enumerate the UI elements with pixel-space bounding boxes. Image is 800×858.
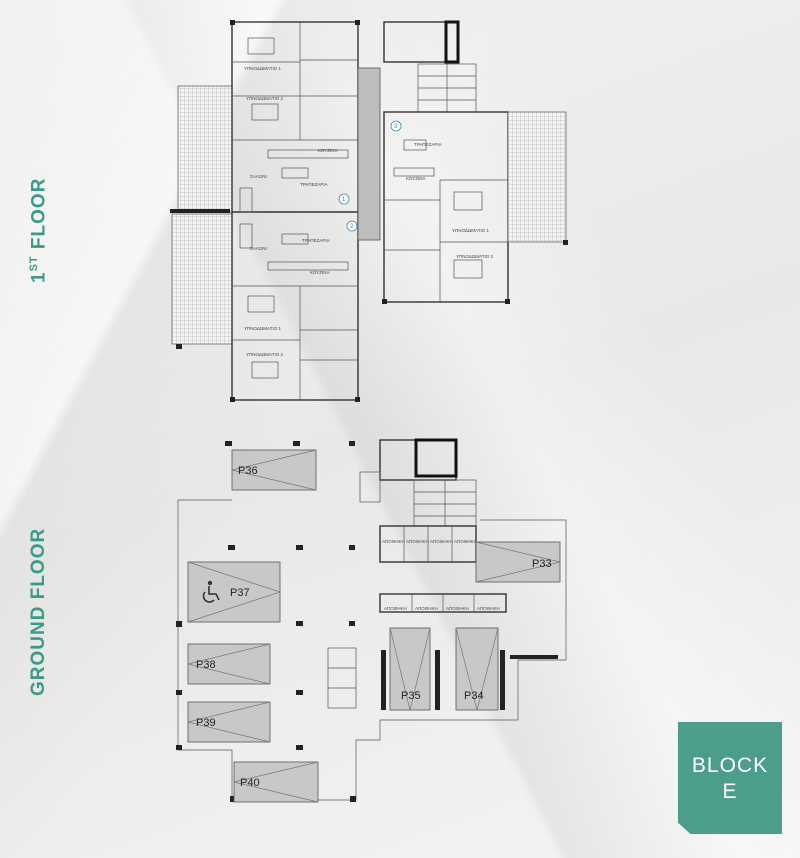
parking-slot-p38: P38 xyxy=(187,643,271,685)
svg-text:P35: P35 xyxy=(401,690,421,702)
svg-text:P34: P34 xyxy=(464,690,484,702)
storage-label: ΑΠΟΘΗΚΗ xyxy=(430,539,453,544)
storage-label: ΑΠΟΘΗΚΗ xyxy=(446,606,469,611)
parking-slot-p36: P36 xyxy=(231,449,317,491)
balcony-upper-left xyxy=(177,85,233,213)
balcony-right xyxy=(507,111,567,243)
unit-marker: 1 xyxy=(342,197,346,203)
parking-slot-p40: P40 xyxy=(233,761,319,803)
balcony-lower-left xyxy=(171,213,233,345)
room-label: ΚΟΥΖΙΝΑ xyxy=(310,270,329,275)
room-label: ΚΟΥΖΙΝΑ xyxy=(406,176,425,181)
storage-label: ΑΠΟΘΗΚΗ xyxy=(382,539,405,544)
unit-marker: 2 xyxy=(350,224,354,230)
room-label: ΥΠΝΟΔΩΜΑΤΙΟ 2 xyxy=(246,352,283,357)
room-label: ΥΠΝΟΔΩΜΑΤΙΟ 1 xyxy=(244,66,281,71)
room-label: ΤΡΑΠΕΖΑΡΙΑ xyxy=(302,238,330,243)
ground-floor-plan: ΑΠΟΘΗΚΗ ΑΠΟΘΗΚΗ ΑΠΟΘΗΚΗ ΑΠΟΘΗΚΗ ΑΠΟΘΗΚΗ … xyxy=(176,438,567,803)
storage-label: ΑΠΟΘΗΚΗ xyxy=(454,539,477,544)
storage-label: ΑΠΟΘΗΚΗ xyxy=(406,539,429,544)
block-badge: BLOCK E xyxy=(678,722,782,834)
svg-text:P38: P38 xyxy=(196,659,216,671)
svg-text:P40: P40 xyxy=(240,777,260,789)
room-label: ΣΑΛΟΝΙ xyxy=(250,174,267,179)
storage-label: ΑΠΟΘΗΚΗ xyxy=(415,606,438,611)
room-label: ΥΠΝΟΔΩΜΑΤΙΟ 2 xyxy=(246,96,283,101)
stair-core-ground xyxy=(379,439,457,481)
room-label: ΤΡΑΠΕΖΑΡΙΑ xyxy=(414,142,442,147)
wheelchair-icon xyxy=(202,580,220,603)
room-label: ΥΠΝΟΔΩΜΑΤΙΟ 1 xyxy=(244,326,281,331)
parking-slot-p34: P34 xyxy=(455,627,499,711)
room-label: ΚΟΥΖΙΝΑ xyxy=(318,148,337,153)
corridor xyxy=(357,67,381,241)
svg-text:P36: P36 xyxy=(238,465,258,477)
parking-slot-p35: P35 xyxy=(389,627,431,711)
svg-text:P33: P33 xyxy=(532,558,552,570)
storage-label: ΑΠΟΘΗΚΗ xyxy=(384,606,407,611)
room-label: ΥΠΝΟΔΩΜΑΤΙΟ 1 xyxy=(452,228,489,233)
room-label: ΥΠΝΟΔΩΜΑΤΙΟ 2 xyxy=(456,254,493,259)
parking-slot-p33: P33 xyxy=(475,541,561,583)
svg-text:P37: P37 xyxy=(230,587,250,599)
room-label: ΤΡΑΠΕΖΑΡΙΑ xyxy=(300,182,328,187)
first-floor-plan: ΥΠΝΟΔΩΜΑΤΙΟ 1 ΥΠΝΟΔΩΜΑΤΙΟ 2 ΚΟΥΖΙΝΑ ΤΡΑΠ… xyxy=(170,20,568,402)
parking-slot-p39: P39 xyxy=(187,701,271,743)
right-unit-outline xyxy=(383,111,509,303)
block-badge-line1: BLOCK xyxy=(691,754,769,777)
block-badge-line2: E xyxy=(722,780,738,803)
left-units-outline xyxy=(231,21,359,401)
unit-marker: 3 xyxy=(394,124,398,130)
parking-slot-p37: P37 xyxy=(187,561,282,623)
room-label: ΣΑΛΟΝΙ xyxy=(250,246,267,251)
svg-text:P39: P39 xyxy=(196,717,216,729)
storage-label: ΑΠΟΘΗΚΗ xyxy=(477,606,500,611)
